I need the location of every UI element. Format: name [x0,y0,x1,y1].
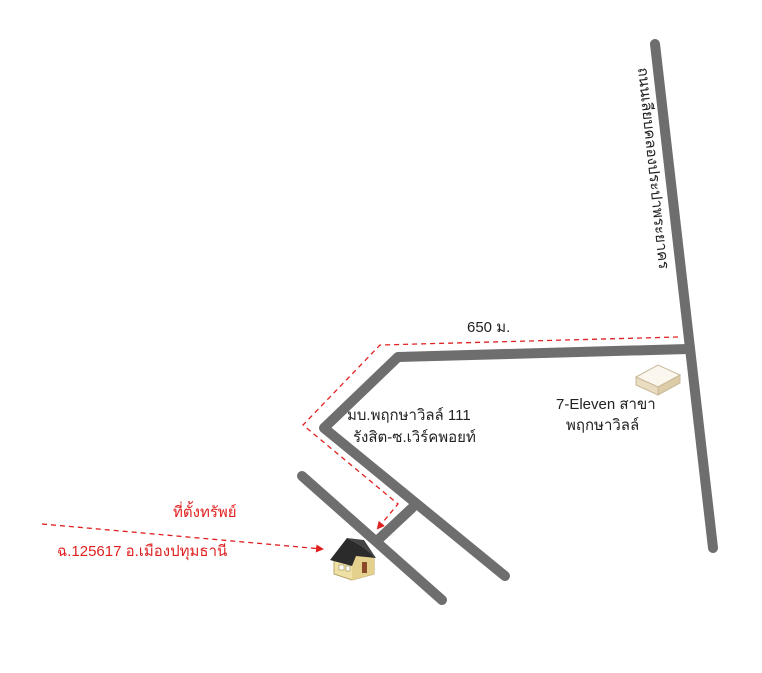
store-label-line2: พฤกษาวิลล์ [566,417,639,434]
connector-road [375,503,417,543]
store-label-line1: 7-Eleven สาขา [556,396,656,413]
soi-road [319,344,693,581]
side-road-lower [297,471,447,605]
route-path [302,336,679,530]
store-box-icon [634,364,682,396]
house-icon [330,538,376,581]
distance-label: 650 ม. [467,319,510,336]
village-label-line1: มบ.พฤกษาวิลล์ 111 [347,407,471,424]
property-pointer-line [41,523,324,553]
village-label-line2: รังสิต-ซ.เวิร์คพอยท์ [353,429,476,446]
property-code: ฉ.125617 อ.เมืองปทุมธานี [57,543,227,561]
property-title: ที่ตั้งทรัพย์ [173,501,237,521]
main-road [650,39,718,553]
